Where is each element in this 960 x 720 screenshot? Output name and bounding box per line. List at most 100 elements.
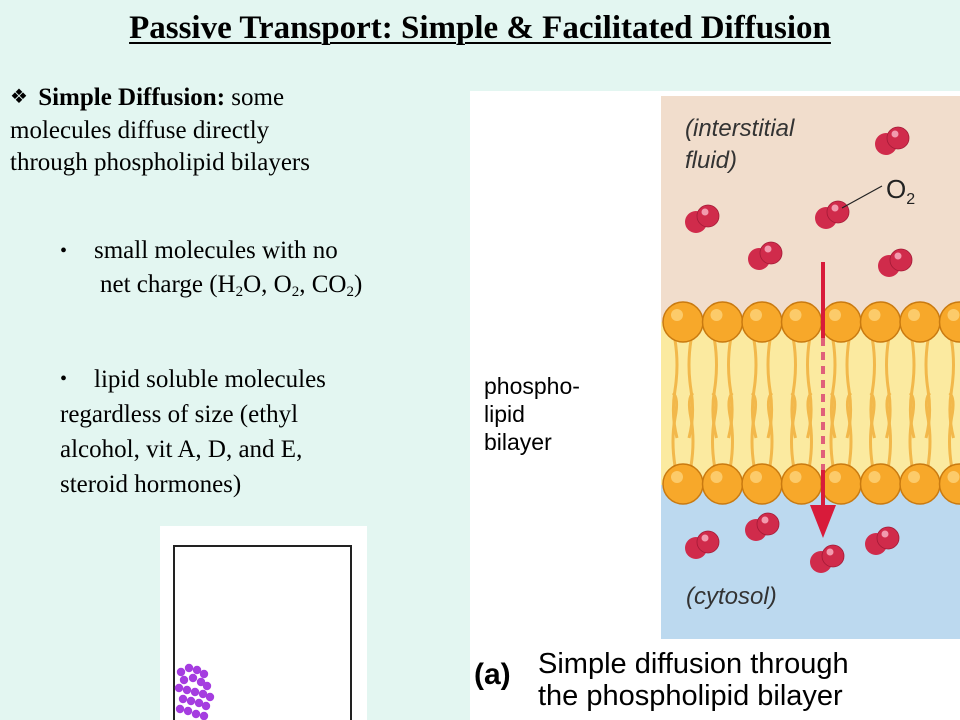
particle bbox=[191, 709, 201, 719]
lipid-tail-lower bbox=[806, 391, 813, 467]
oxygen-atom bbox=[696, 204, 720, 228]
oxygen-highlight bbox=[761, 516, 769, 524]
oxygen-atom bbox=[889, 248, 913, 272]
lipid-tails bbox=[671, 339, 955, 467]
particle bbox=[184, 663, 194, 673]
oxygen-atom bbox=[876, 526, 900, 550]
lipid-heads bbox=[662, 301, 960, 505]
oxygen-highlight bbox=[831, 204, 839, 212]
o2-leader-line bbox=[841, 185, 883, 209]
oxygen-highlight bbox=[701, 208, 709, 216]
particle bbox=[174, 683, 184, 693]
lipid-tail-lower bbox=[908, 391, 916, 467]
diamond-bullet-icon: ❖ bbox=[10, 86, 28, 108]
lipid-head-highlight bbox=[829, 471, 841, 483]
lipid-head bbox=[741, 301, 783, 343]
lipid-head-highlight bbox=[710, 309, 723, 321]
lipid-head bbox=[859, 463, 902, 505]
lipid-tail-lower bbox=[790, 391, 797, 467]
oxygen-molecule bbox=[875, 126, 910, 155]
caption-text: Simple diffusion through the phospholipi… bbox=[538, 648, 849, 712]
lipid-head bbox=[820, 301, 862, 343]
lipid-head bbox=[701, 463, 744, 505]
oxygen-highlight bbox=[701, 534, 709, 542]
bullet-lipid-soluble: • lipid soluble molecules regardless of … bbox=[60, 362, 440, 502]
particle bbox=[199, 711, 209, 720]
oxygen-molecule bbox=[865, 526, 900, 555]
lipid-tail-lower bbox=[687, 391, 695, 467]
bullet1-line1: small molecules with no bbox=[94, 237, 338, 264]
lipid-tail-lower bbox=[869, 391, 876, 467]
lipid-head-highlight bbox=[750, 309, 762, 321]
oxygen-atom bbox=[756, 512, 780, 536]
oxygen-molecule bbox=[815, 200, 850, 229]
lipid-tail-lower bbox=[885, 391, 892, 467]
particle bbox=[205, 692, 215, 702]
diffusion-animation-box bbox=[173, 545, 352, 720]
bullet1-line2: net charge (H2O, O2, CO2) bbox=[100, 271, 363, 300]
oxygen-molecule bbox=[810, 544, 845, 573]
lipid-tail-lower bbox=[711, 391, 718, 467]
lipid-head-highlight bbox=[868, 471, 881, 483]
lipid-head-highlight bbox=[789, 309, 802, 321]
oxygen-highlight bbox=[881, 530, 889, 538]
intro-line2: molecules diffuse directly bbox=[10, 117, 270, 144]
particle bbox=[201, 701, 211, 711]
lipid-tail-lower bbox=[845, 391, 853, 467]
interstitial-label-2: fluid) bbox=[685, 147, 737, 174]
intro-line3: through phospholipid bilayers bbox=[10, 149, 310, 176]
oxygen-highlight bbox=[894, 252, 902, 260]
lipid-head bbox=[820, 463, 862, 505]
cytosol-label: (cytosol) bbox=[686, 583, 777, 610]
lipid-head-highlight bbox=[789, 471, 802, 483]
particle bbox=[179, 675, 189, 685]
caption-tag: (a) bbox=[474, 658, 511, 691]
bilayer-label: phospho- lipid bilayer bbox=[484, 373, 580, 455]
particle bbox=[175, 704, 185, 714]
lipid-tail-lower bbox=[766, 391, 774, 467]
lipid-head-highlight bbox=[671, 471, 683, 483]
particle bbox=[176, 667, 186, 677]
simple-diffusion-heading: Simple Diffusion: bbox=[38, 84, 232, 111]
oxygen-highlight bbox=[764, 245, 772, 253]
lipid-head bbox=[899, 301, 941, 343]
lipid-tail-lower bbox=[924, 391, 932, 467]
particle bbox=[190, 687, 200, 697]
diffusion-animation-frame bbox=[160, 526, 367, 720]
particle bbox=[188, 673, 198, 683]
oxygen-atom bbox=[759, 241, 783, 265]
intro-line1-rest: some bbox=[231, 84, 285, 111]
arrow-head bbox=[810, 505, 836, 538]
simple-diffusion-intro: ❖ Simple Diffusion: some molecules diffu… bbox=[10, 82, 450, 179]
bullet-small-molecules: • small molecules with no net charge (H2… bbox=[60, 234, 480, 302]
oxygen-atom bbox=[826, 200, 850, 224]
lipid-head-highlight bbox=[947, 309, 960, 321]
particle bbox=[199, 669, 209, 679]
oxygen-atom bbox=[886, 126, 910, 150]
lipid-head-highlight bbox=[868, 309, 881, 321]
oxygen-molecules bbox=[685, 126, 913, 573]
particle bbox=[183, 706, 193, 716]
interstitial-label-1: (interstitial bbox=[685, 115, 795, 142]
oxygen-highlight bbox=[891, 130, 899, 138]
o2-label: O2 bbox=[886, 174, 915, 208]
particle bbox=[182, 685, 192, 695]
oxygen-atom bbox=[821, 544, 845, 568]
lipid-head bbox=[780, 463, 823, 505]
lipid-tail-lower bbox=[727, 391, 734, 467]
oxygen-molecule bbox=[685, 204, 720, 233]
diffusion-arrow bbox=[810, 262, 836, 538]
particle bbox=[196, 677, 206, 687]
lipid-tail-lower bbox=[671, 391, 679, 467]
oxygen-molecule bbox=[745, 512, 780, 541]
lipid-head bbox=[741, 463, 783, 505]
lipid-head-highlight bbox=[829, 309, 841, 321]
lipid-head-highlight bbox=[947, 471, 960, 483]
lipid-head-highlight bbox=[750, 471, 762, 483]
oxygen-molecule bbox=[685, 530, 720, 559]
lipid-head-highlight bbox=[908, 471, 920, 483]
lipid-tail-lower bbox=[750, 391, 758, 467]
oxygen-molecule bbox=[748, 241, 783, 270]
particle bbox=[194, 698, 204, 708]
